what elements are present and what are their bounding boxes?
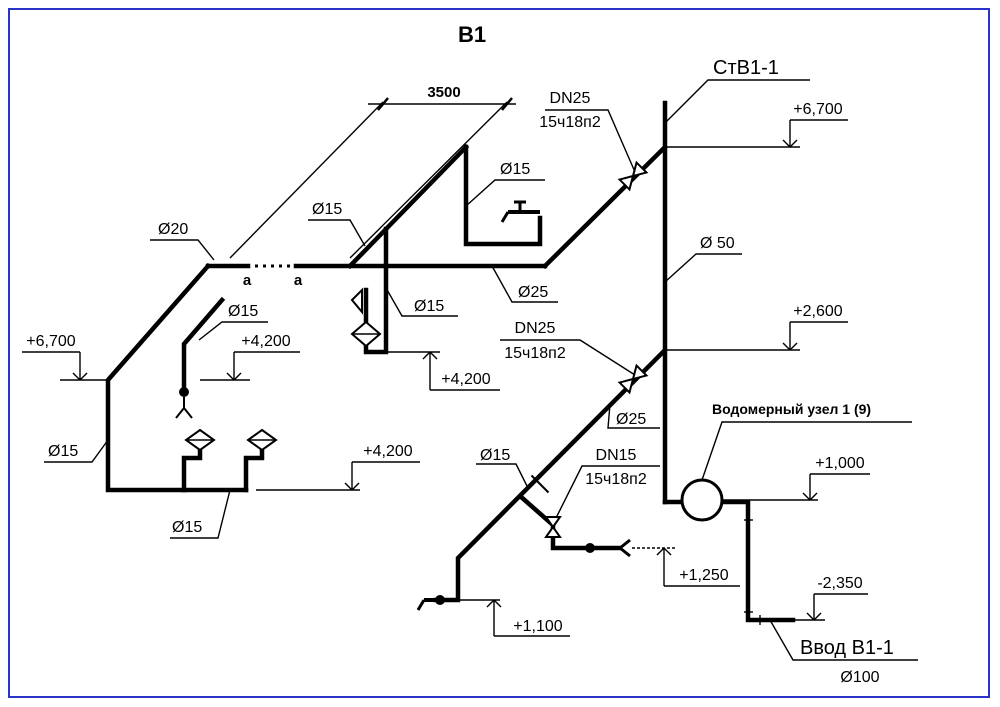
- elevation-tap-low-label: +1,100: [513, 618, 562, 635]
- dim-line-right-ext: [349, 101, 508, 259]
- d25-lower-leader: [607, 403, 660, 429]
- valve-low-dn: DN15: [596, 447, 637, 464]
- elevation-inlet-label: -2,350: [817, 575, 862, 592]
- meter-leader: [701, 421, 912, 481]
- left-fixture-riser-1: [181, 441, 203, 493]
- elevation-top-right-label: +6,700: [793, 101, 842, 118]
- valve-top-type: 15ч18п2: [539, 114, 601, 131]
- valve-mid-icon: [617, 363, 649, 395]
- valve-mid-dn: DN25: [515, 320, 556, 337]
- d50-label: Ø 50: [700, 235, 735, 252]
- valve-branch-icon: [530, 474, 550, 494]
- d15-low-label: Ø15: [480, 447, 510, 464]
- break-a-right: a: [294, 272, 303, 289]
- elevation-mid-fixture-label: +4,200: [441, 371, 490, 388]
- hose-branch-pipe: [516, 492, 623, 551]
- valve-low-icon: [544, 516, 562, 538]
- inlet-leader: [769, 619, 918, 661]
- fixture-mixer-2-icon: [246, 428, 278, 452]
- elevation-mark-inlet: -2,350: [793, 575, 868, 621]
- dim-line-left-ext: [229, 101, 384, 259]
- inlet-pipe: [719, 499, 796, 623]
- d15-mid-left-leader: [198, 321, 268, 341]
- valve-low-leader: [555, 465, 660, 519]
- d15-top-label: Ø15: [500, 161, 530, 178]
- elevation-mark-top-right: +6,700: [665, 101, 848, 148]
- elevation-bottom-left-label: +4,200: [363, 443, 412, 460]
- d25-upper-label: Ø25: [518, 284, 548, 301]
- drawing-frame: [8, 8, 990, 698]
- dim-tick-right: [501, 97, 513, 111]
- faucet-lower-icon: [416, 595, 458, 611]
- valve-top-leader: [545, 109, 636, 173]
- elevation-meter-label: +1,000: [815, 455, 864, 472]
- water-meter-symbol: [680, 478, 724, 522]
- valve-mid-type: 15ч18п2: [504, 345, 566, 362]
- elevation-left-label: +6,700: [26, 333, 75, 350]
- elevation-mark-meter: +1,000: [722, 455, 870, 501]
- elevation-mark-left: +6,700: [22, 333, 108, 381]
- elevation-mid-right-label: +2,600: [793, 303, 842, 320]
- d15-bottom-label: Ø15: [172, 519, 202, 536]
- d15-upper-left-label: Ø15: [312, 201, 342, 218]
- faucet-upper-icon: [500, 200, 540, 223]
- d15-mid-leader: [385, 287, 458, 317]
- d20-leader: [150, 239, 215, 261]
- valve-mid-leader: [500, 339, 636, 376]
- elevation-mark-tap-low: +1,100: [458, 599, 570, 637]
- elevation-mark-bottom-left: +4,200: [256, 443, 420, 491]
- elevation-mark-mid-right: +2,600: [665, 303, 848, 351]
- elevation-hose-label: +1,250: [679, 567, 728, 584]
- dim-tick-left: [377, 97, 389, 111]
- inlet-label: Ввод В1-1: [800, 637, 894, 659]
- left-fixture-riser-2: [243, 441, 265, 493]
- scheme-title: B1: [458, 22, 486, 47]
- upper-tap-drop: [463, 144, 543, 247]
- left-loop-pipe: [105, 262, 249, 493]
- d15-left-label: Ø15: [48, 443, 78, 460]
- fixture-mixer-1-icon: [184, 428, 216, 452]
- d50-leader: [664, 253, 742, 283]
- meter-label: Водомерный узел 1 (9): [712, 401, 871, 417]
- valve-top-icon: [617, 160, 649, 192]
- elevation-left-fixture-label: +4,200: [241, 333, 290, 350]
- d15-mid-left-label: Ø15: [228, 303, 258, 320]
- d15-top-leader: [465, 179, 545, 207]
- valve-low-type: 15ч18п2: [585, 471, 647, 488]
- valve-top-dn: DN25: [550, 90, 591, 107]
- riser-leader: [664, 79, 810, 124]
- riser-label: СтВ1-1: [713, 57, 779, 79]
- d100-label: Ø100: [840, 669, 879, 686]
- shower-icon: [175, 387, 193, 419]
- fixture-mixer-mid-icon: [350, 287, 382, 348]
- d25-upper-leader: [491, 265, 558, 303]
- upper-diagonal-pipe: [346, 143, 470, 270]
- break-a-left: a: [243, 272, 252, 289]
- elevation-mark-left-fixture: +4,200: [200, 333, 300, 381]
- d25-lower-label: Ø25: [616, 411, 646, 428]
- elevation-mark-mid-fixture: +4,200: [386, 351, 500, 391]
- hose-valve-icon: [585, 538, 631, 558]
- upper-branch-pipe: [541, 143, 669, 270]
- d15-mid-label: Ø15: [414, 298, 444, 315]
- d15-left-leader: [44, 439, 109, 463]
- elevation-mark-hose: +1,250: [632, 547, 740, 587]
- dimension-label: 3500: [427, 84, 460, 101]
- d15-upper-left-leader: [308, 219, 366, 247]
- d15-bottom-leader: [170, 489, 231, 539]
- d15-low-leader: [476, 463, 529, 489]
- left-fixture-drop: [181, 296, 226, 393]
- d20-label: Ø20: [158, 221, 188, 238]
